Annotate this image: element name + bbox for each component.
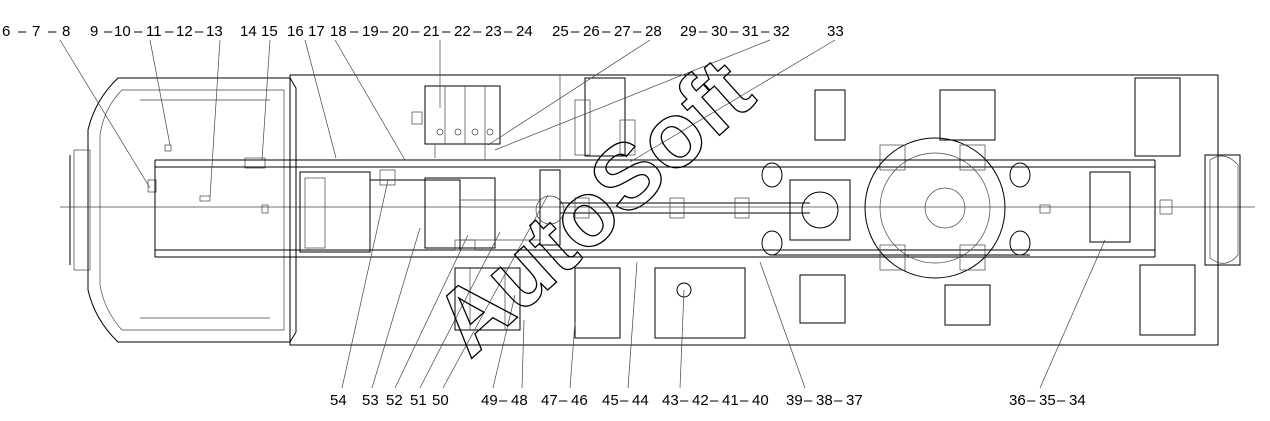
- dash: –: [730, 23, 739, 40]
- label-32: 32: [773, 23, 790, 40]
- dash: –: [571, 23, 580, 40]
- rear-axles: [761, 89, 1031, 326]
- label-26: 26: [583, 23, 600, 40]
- label-37: 37: [846, 392, 863, 409]
- label-35: 35: [1039, 392, 1056, 409]
- label-7: 7: [32, 23, 40, 40]
- tanks: [454, 77, 746, 339]
- dash: –: [1057, 392, 1066, 409]
- dash: –: [104, 23, 113, 40]
- label-11: 11: [146, 23, 162, 40]
- label-51: 51: [410, 392, 427, 409]
- label-28: 28: [645, 23, 662, 40]
- label-22: 22: [454, 23, 471, 40]
- label-52: 52: [386, 392, 403, 409]
- dash: –: [18, 23, 27, 40]
- dash: –: [633, 23, 642, 40]
- label-20: 20: [392, 23, 409, 40]
- drive-shaft: [560, 197, 810, 219]
- bottom-leader-lines: [341, 179, 1106, 389]
- label-14: 14: [240, 23, 257, 40]
- label-9: 9: [90, 23, 98, 40]
- dash: –: [699, 23, 708, 40]
- dash: –: [620, 392, 629, 409]
- top-leader-lines: [59, 39, 836, 198]
- label-25: 25: [552, 23, 569, 40]
- label-53: 53: [362, 392, 379, 409]
- label-40: 40: [752, 392, 769, 409]
- dash: –: [804, 392, 813, 409]
- label-23: 23: [485, 23, 502, 40]
- label-47: 47: [541, 392, 558, 409]
- label-42: 42: [692, 392, 709, 409]
- battery-box: [411, 85, 501, 160]
- label-24: 24: [516, 23, 533, 40]
- label-48: 48: [511, 392, 528, 409]
- label-27: 27: [614, 23, 631, 40]
- label-39: 39: [786, 392, 803, 409]
- label-33: 33: [827, 23, 844, 40]
- label-31: 31: [742, 23, 759, 40]
- engine-block: [299, 169, 565, 253]
- dash: –: [165, 23, 174, 40]
- label-41: 41: [722, 392, 739, 409]
- frame-rails: [60, 74, 1255, 346]
- label-8: 8: [62, 23, 70, 40]
- label-45: 45: [602, 392, 619, 409]
- dash: –: [48, 23, 57, 40]
- dash: –: [1027, 392, 1036, 409]
- label-34: 34: [1069, 392, 1086, 409]
- dash: –: [134, 23, 143, 40]
- dash: –: [740, 392, 749, 409]
- label-54: 54: [330, 392, 347, 409]
- bottom-label-row: 54 53 52 51 50 49 48 47 46 45 44 43 42 4…: [330, 392, 1086, 409]
- label-29: 29: [680, 23, 697, 40]
- label-44: 44: [632, 392, 649, 409]
- label-30: 30: [711, 23, 728, 40]
- top-label-row: 6 7 8 9 10 11 12 13 14 15 16 17 18 19 20…: [2, 23, 844, 40]
- dash: –: [761, 23, 770, 40]
- dash: –: [834, 392, 843, 409]
- dash: –: [504, 23, 513, 40]
- label-10: 10: [114, 23, 131, 40]
- label-19: 19: [362, 23, 379, 40]
- dash: –: [380, 23, 389, 40]
- dash: –: [350, 23, 359, 40]
- label-50: 50: [432, 392, 449, 409]
- label-15: 15: [261, 23, 278, 40]
- label-46: 46: [571, 392, 588, 409]
- label-21: 21: [423, 23, 440, 40]
- dash: –: [195, 23, 204, 40]
- label-36: 36: [1009, 392, 1026, 409]
- label-13: 13: [206, 23, 223, 40]
- dash: –: [411, 23, 420, 40]
- dash: –: [602, 23, 611, 40]
- rear-section: [1039, 77, 1241, 336]
- label-18: 18: [330, 23, 347, 40]
- dash: –: [473, 23, 482, 40]
- label-49: 49: [481, 392, 498, 409]
- dash: –: [559, 392, 568, 409]
- label-12: 12: [176, 23, 193, 40]
- cab-outline: [69, 77, 297, 343]
- label-16: 16: [287, 23, 304, 40]
- label-43: 43: [662, 392, 679, 409]
- dash: –: [710, 392, 719, 409]
- dash: –: [680, 392, 689, 409]
- dash: –: [442, 23, 451, 40]
- dash: –: [499, 392, 508, 409]
- label-38: 38: [816, 392, 833, 409]
- label-6: 6: [2, 23, 10, 40]
- label-17: 17: [308, 23, 325, 40]
